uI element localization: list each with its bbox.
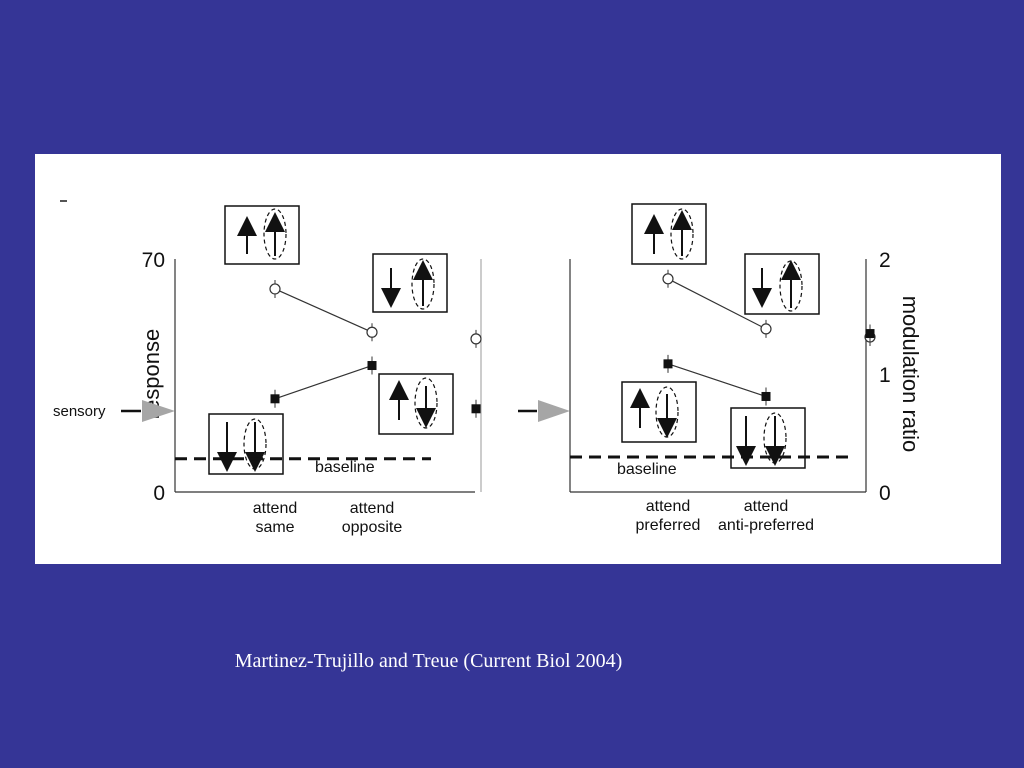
data-point-square: [270, 394, 280, 404]
stimulus-icon-anti-pref-null: [730, 407, 806, 469]
data-point-square: [865, 329, 875, 339]
data-marks-right: [662, 269, 876, 406]
sensory-arrow-right: [538, 400, 570, 422]
data-point-square: [663, 359, 673, 369]
sensory-arrow: [142, 400, 175, 422]
data-point-circle: [470, 333, 482, 345]
baseline-label: baseline: [315, 459, 375, 476]
figure-caption: Martinez-Trujillo and Treue (Current Bio…: [234, 650, 623, 672]
stimulus-icon-preferred: [631, 203, 707, 265]
y-tick-label: 2: [879, 249, 891, 272]
stimulus-icon-same-null: [208, 413, 284, 475]
data-point-circle: [760, 323, 772, 335]
stimulus-icon-opposite-2: [378, 373, 454, 435]
data-marks: [269, 279, 482, 418]
y-tick-label: 0: [153, 482, 165, 505]
series-line: [274, 288, 373, 333]
data-point-circle: [269, 283, 281, 295]
y-tick-label: 0: [879, 482, 891, 505]
data-point-square: [471, 404, 481, 414]
y-tick-labels: 70 0: [142, 249, 165, 505]
data-point-square: [367, 361, 377, 371]
data-point-square: [761, 391, 771, 401]
stimulus-icon-opposite: [372, 253, 448, 313]
series-line: [667, 363, 767, 398]
data-point-circle: [366, 326, 378, 338]
series-line: [667, 278, 767, 330]
stimulus-icon-preferred-null: [621, 381, 697, 443]
baseline-label-right: baseline: [617, 461, 677, 478]
sensory-label: sensory: [53, 403, 106, 420]
series-line: [274, 364, 373, 400]
y-tick-label: 1: [879, 364, 891, 387]
stimulus-icon-same-preferred: [224, 205, 300, 265]
y-tick-labels-right: 2 1 0: [879, 249, 891, 505]
data-point-circle: [662, 273, 674, 285]
y-tick-label: 70: [142, 249, 165, 272]
stimulus-icon-anti-pref-top: [744, 253, 820, 315]
y-axis-label-right: modulation ratio: [898, 296, 923, 453]
